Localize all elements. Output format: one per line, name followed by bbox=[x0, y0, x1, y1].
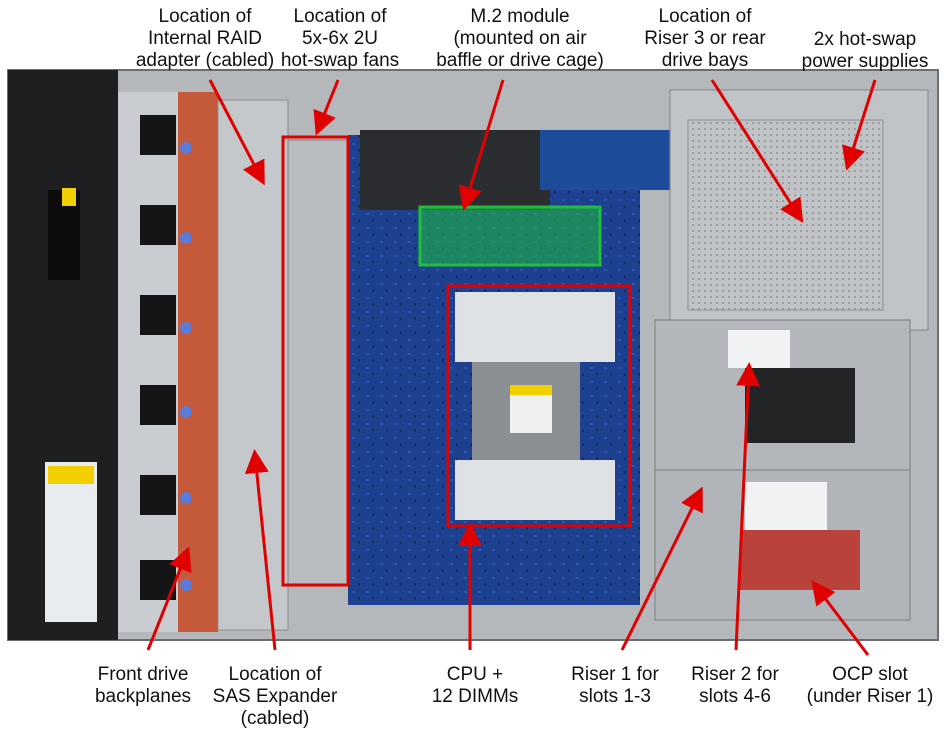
pointer-arrows bbox=[146, 79, 877, 656]
cpu-highlight-box bbox=[446, 284, 632, 528]
dimm-slots bbox=[455, 292, 615, 520]
label-sticker bbox=[45, 462, 97, 622]
sas-expander-area bbox=[217, 99, 289, 631]
front-backplanes bbox=[118, 92, 218, 632]
arrow-fans bbox=[313, 79, 340, 136]
arrow-psu bbox=[842, 79, 877, 171]
label-ocp: OCP slot(under Riser 1) bbox=[806, 664, 934, 707]
arrow-front bbox=[146, 546, 192, 651]
m2-highlight-box bbox=[418, 205, 602, 267]
arrow-raid bbox=[208, 79, 265, 186]
label-cpu: CPU +12 DIMMs bbox=[431, 664, 519, 707]
fans-highlight-box bbox=[281, 135, 350, 587]
arrow-ocp bbox=[811, 580, 870, 656]
rear-area bbox=[654, 89, 929, 621]
arrow-riser1 bbox=[620, 486, 703, 651]
arrow-riser2 bbox=[734, 362, 761, 651]
arrow-sas bbox=[244, 449, 277, 651]
arrow-riser3 bbox=[710, 79, 804, 224]
arrow-m2 bbox=[458, 79, 505, 211]
fan-bay bbox=[287, 139, 349, 586]
